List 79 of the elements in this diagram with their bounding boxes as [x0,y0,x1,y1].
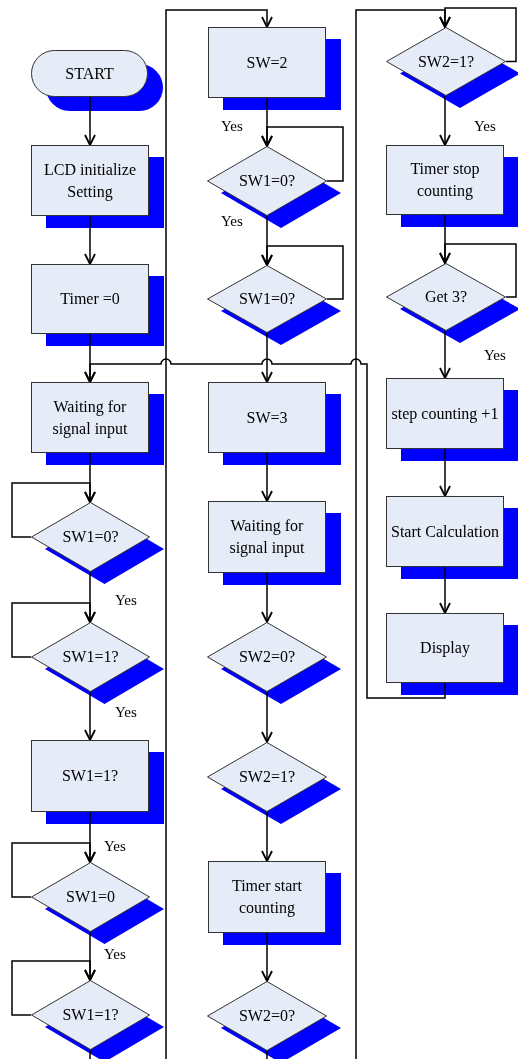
arrow [261,691,273,743]
process-box [208,382,326,453]
arrow [261,126,344,182]
arrow [439,243,517,298]
arrow [84,215,96,265]
node-text: SW1=1? [61,1005,120,1025]
arrow [261,932,273,982]
process-box [208,501,326,573]
node-text: SW2=0? [237,1006,297,1026]
decision-diamond [386,263,506,331]
arrow [439,7,517,63]
node-text: SW1=1? [60,766,120,786]
arrow [84,691,96,741]
decision-diamond [207,265,327,333]
node-text: START [64,63,115,84]
arrow [11,960,96,1016]
arrow [11,842,96,898]
arrow [261,332,273,383]
node-text: Waiting for signal input [51,396,129,440]
process-box [31,145,149,216]
start-terminal [31,50,148,97]
node-text: SW2=0? [237,647,297,667]
process-box [386,496,504,567]
arrow [261,245,344,300]
process-box [208,27,326,98]
node-text: SW1=0? [237,171,297,191]
arrow [439,95,451,146]
arrow [439,330,451,379]
process-box [31,264,149,334]
edge-label: Yes [221,213,243,230]
node-text: Start Calculation [390,521,500,542]
node-text: Timer stop counting [409,159,481,202]
arrow [439,566,451,614]
arrow [261,452,273,502]
node-text: SW2=1? [237,767,297,787]
arrow [89,9,273,1059]
process-box [31,382,149,453]
arrow [84,358,446,699]
node-text: Get 3? [423,287,469,307]
node-text: Display [419,638,471,659]
node-text: step counting +1 [390,403,500,425]
decision-diamond [386,27,506,96]
process-box [31,740,149,812]
decision-diamond [31,622,150,692]
process-box [386,378,504,449]
node-text: Timer =0 [59,289,121,309]
decision-diamond [31,980,150,1050]
decision-diamond [207,146,327,216]
arrow [261,572,273,623]
node-text: Waiting for signal input [228,516,306,559]
arrow [261,811,273,862]
decision-diamond [207,742,327,812]
edge-label: Yes [104,838,126,855]
process-box [386,613,504,683]
edge-label: Yes [484,347,506,364]
edge-label: Yes [104,946,126,963]
decision-diamond [207,981,327,1051]
process-box [208,861,326,933]
decision-diamond [31,862,150,932]
node-text: LCD initialize Setting [43,159,137,203]
arrow [11,602,96,658]
node-text: SW1=0? [237,289,297,309]
edge-label: Yes [221,118,243,135]
node-text: SW1=0 [65,887,116,907]
node-text: SW2=1? [416,51,476,72]
node-text: Timer start counting [230,876,304,919]
arrow [84,96,96,146]
decision-diamond [31,502,150,572]
node-text: SW1=0? [61,527,120,547]
node-text: SW=2 [245,52,289,73]
node-text: SW=3 [245,407,289,428]
edge-label: Yes [474,118,496,135]
edge-label: Yes [115,592,137,609]
decision-diamond [207,622,327,692]
node-text: SW1=1? [61,647,120,667]
arrow [11,482,96,538]
edge-label: Yes [115,704,137,721]
arrow [439,448,451,497]
process-box [386,145,504,215]
